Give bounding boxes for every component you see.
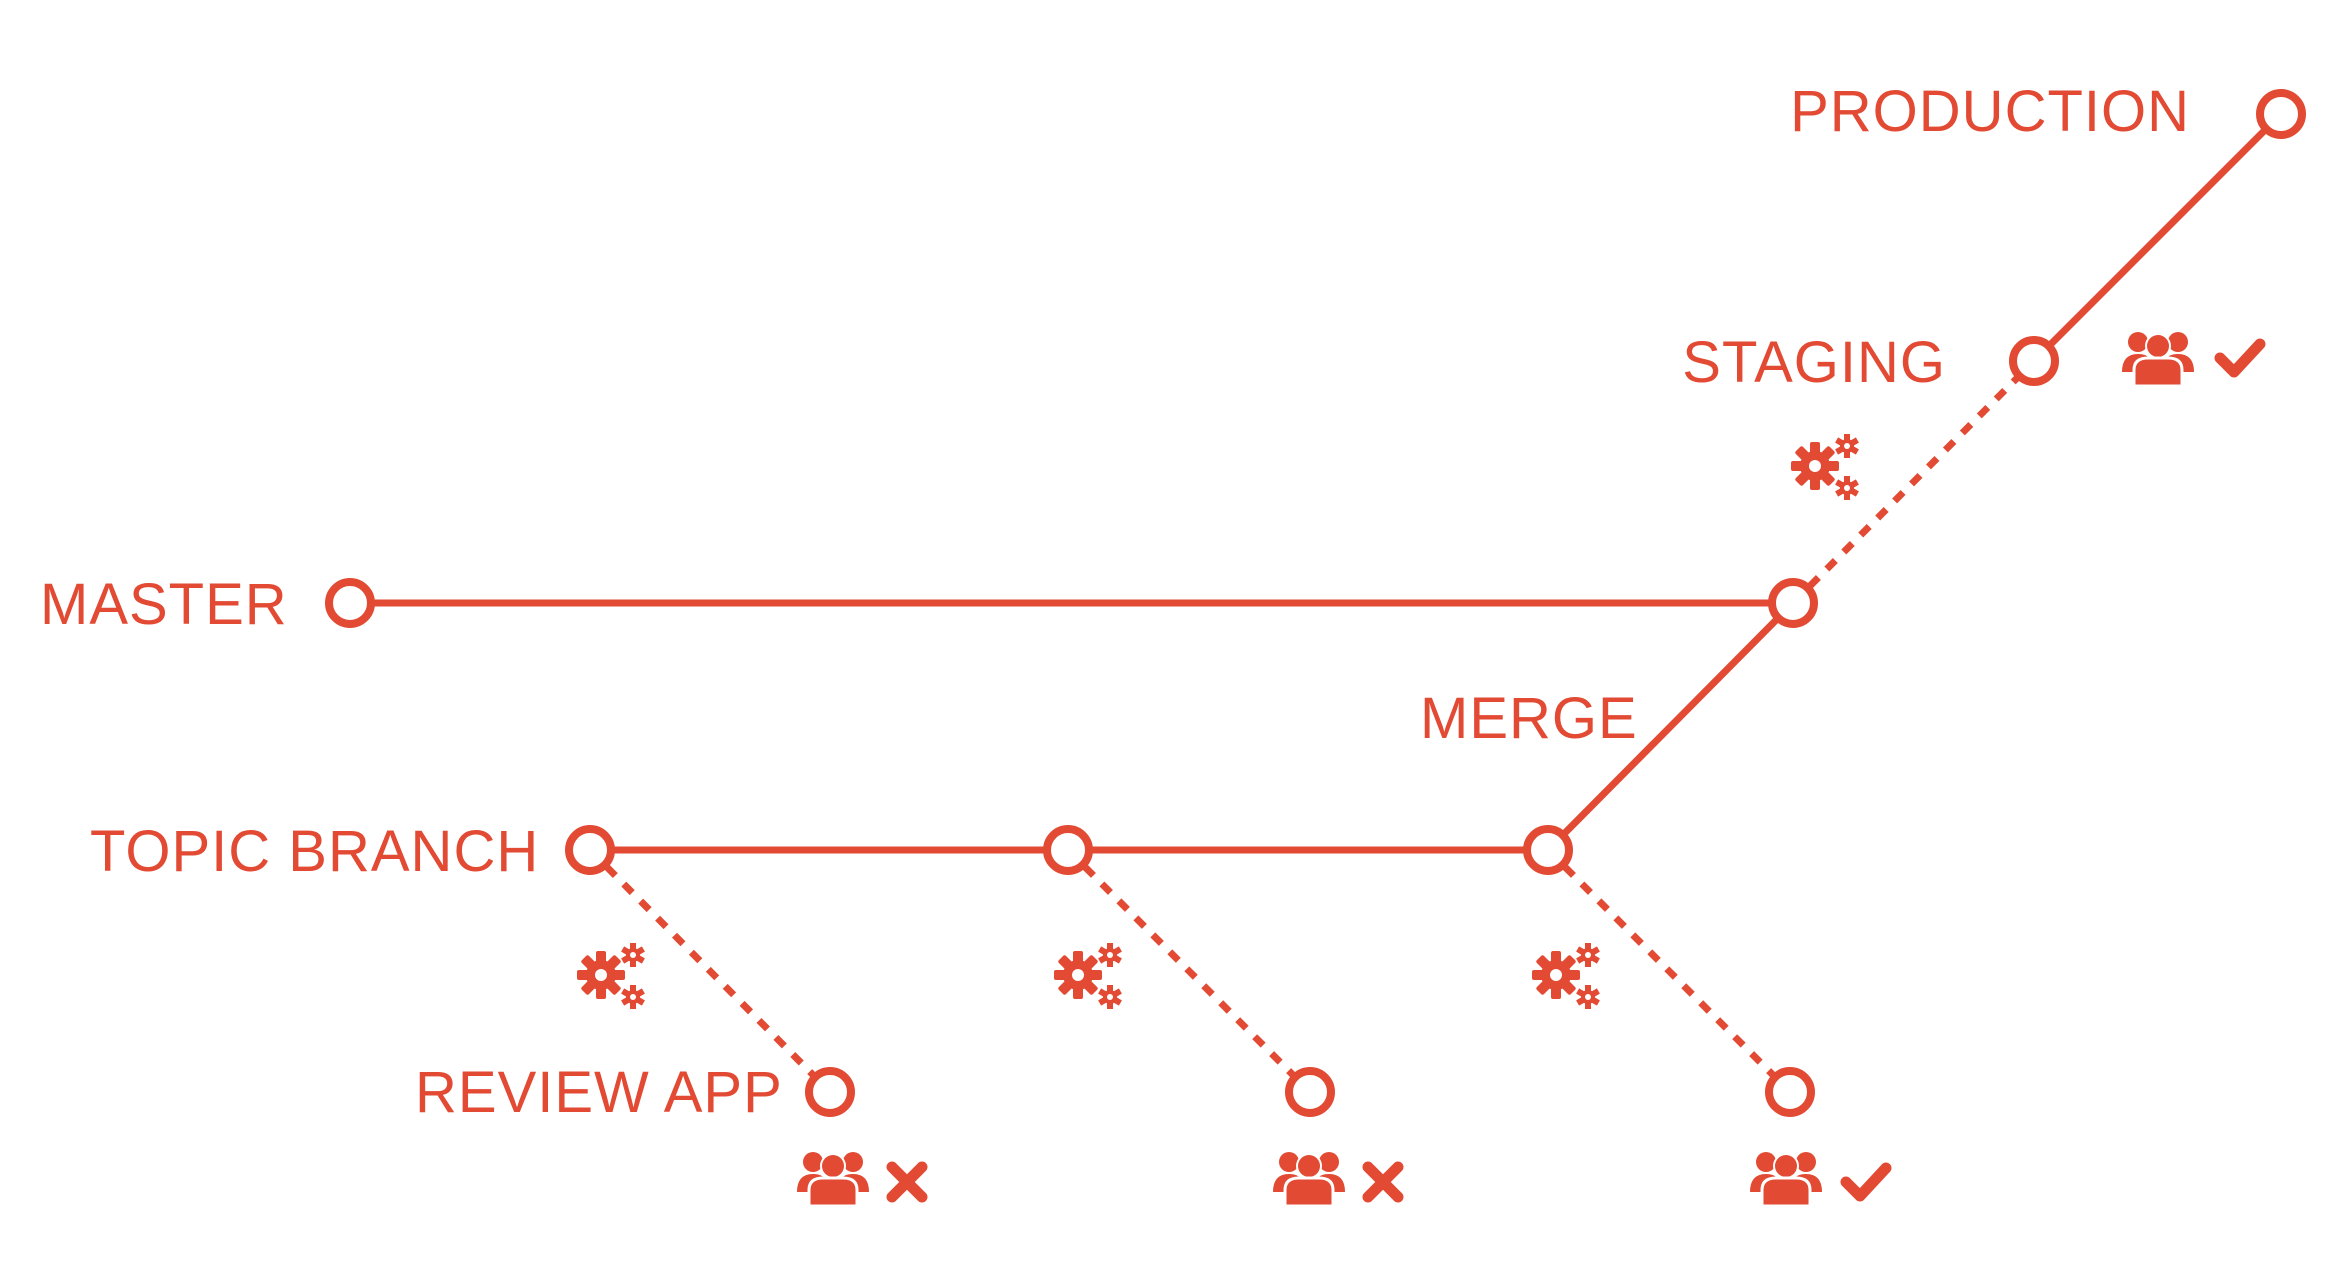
staging-to-production-line bbox=[2031, 111, 2284, 364]
x-icon bbox=[892, 1167, 922, 1197]
review-app-node-1 bbox=[805, 1067, 855, 1117]
staging-label: STAGING bbox=[1682, 330, 1946, 395]
master-start-node bbox=[325, 578, 375, 628]
review-app-3-dashed-line bbox=[1545, 847, 1793, 1095]
production-node bbox=[2256, 89, 2306, 139]
topic-branch-node-3 bbox=[1523, 825, 1573, 875]
topic-branch-label: TOPIC BRANCH bbox=[90, 819, 539, 884]
merge-line bbox=[1545, 600, 1796, 853]
check-icon bbox=[1846, 1168, 1886, 1196]
check-icon bbox=[2220, 344, 2260, 372]
review-app-label: REVIEW APP bbox=[415, 1060, 783, 1125]
gears-icon bbox=[1532, 943, 1600, 1009]
users-icon bbox=[795, 1150, 871, 1208]
gears-icon bbox=[1054, 943, 1122, 1009]
merge-label: MERGE bbox=[1420, 686, 1638, 751]
topic-branch-node-1 bbox=[565, 825, 615, 875]
users-icon bbox=[1271, 1150, 1347, 1208]
gears-icon bbox=[577, 943, 645, 1009]
review-app-2-dashed-line bbox=[1065, 847, 1313, 1095]
users-icon bbox=[1748, 1150, 1824, 1208]
review-app-node-3 bbox=[1765, 1067, 1815, 1117]
master-merge-node bbox=[1768, 578, 1818, 628]
x-icon bbox=[1368, 1167, 1398, 1197]
production-label: PRODUCTION bbox=[1790, 79, 2190, 144]
master-to-staging-dashed-line bbox=[1790, 358, 2037, 606]
gears-icon bbox=[1791, 434, 1859, 500]
topic-branch-node-2 bbox=[1043, 825, 1093, 875]
master-label: MASTER bbox=[40, 572, 288, 637]
review-app-1-dashed-line bbox=[587, 847, 833, 1095]
staging-node bbox=[2009, 336, 2059, 386]
review-app-node-2 bbox=[1285, 1067, 1335, 1117]
users-icon bbox=[2120, 330, 2196, 388]
